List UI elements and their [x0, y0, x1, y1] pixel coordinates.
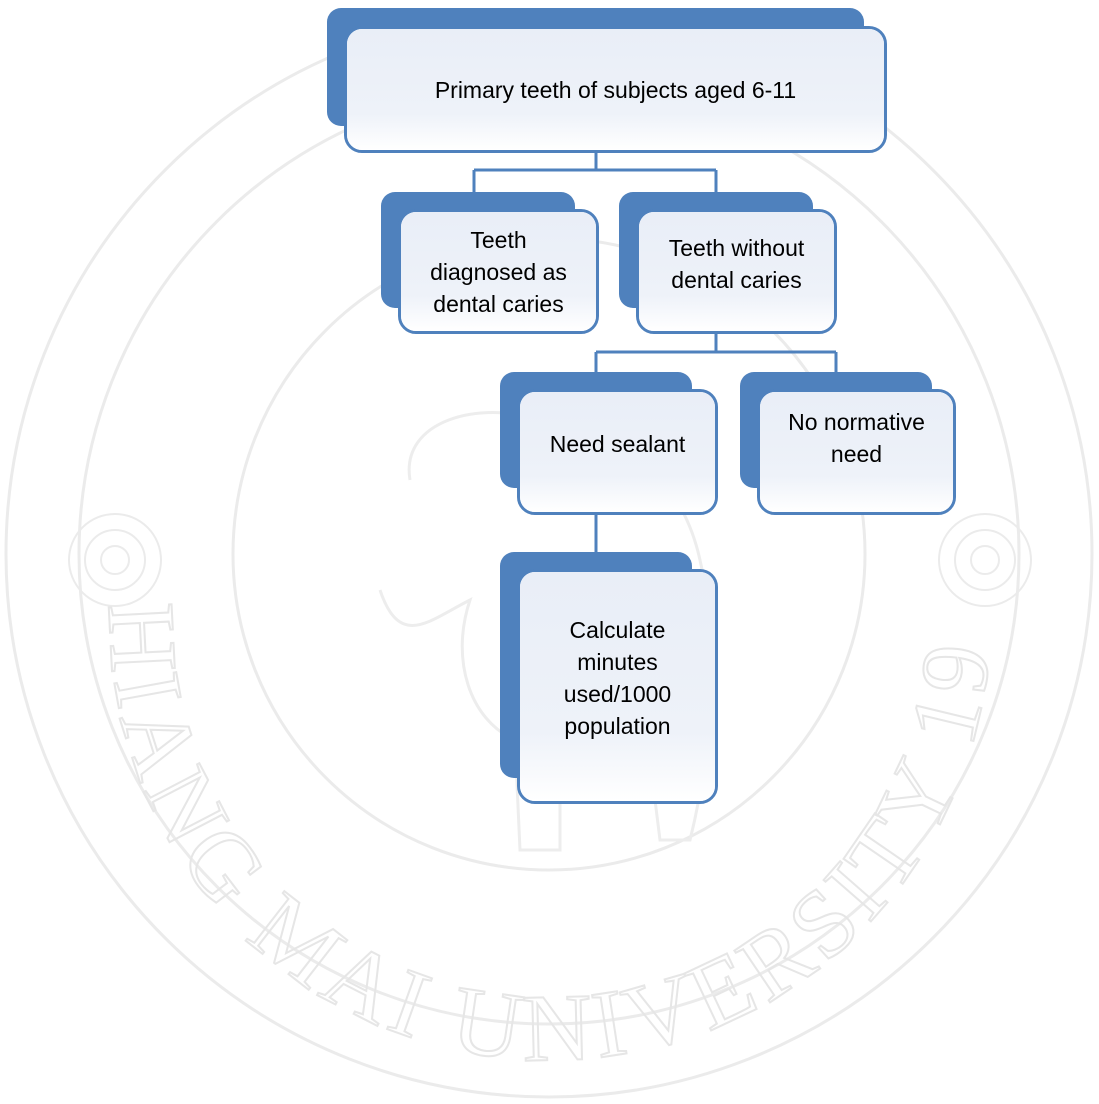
node-root-label: Primary teeth of subjects aged 6-11: [434, 76, 797, 103]
right-flower-ornament: [938, 513, 1032, 607]
node-no-normative-need: No normative need: [740, 372, 956, 515]
connector-root-children: [472, 152, 718, 192]
node-sealant-label: Need sealant: [549, 431, 686, 457]
node-calculate: Calculate minutes used/1000 population: [500, 552, 718, 804]
node-need-sealant: Need sealant: [500, 372, 718, 515]
node-no-caries-line-2: dental caries: [671, 267, 802, 293]
node-calculate-line-3: used/1000: [563, 681, 672, 707]
node-no-caries-line-1: Teeth without: [668, 235, 805, 261]
node-teeth-no-caries: Teeth without dental caries: [619, 192, 837, 334]
connector-nocaries-children: [594, 333, 838, 372]
node-root: Primary teeth of subjects aged 6-11: [327, 8, 887, 153]
node-calculate-line-2: minutes: [577, 649, 658, 675]
node-no-need-line-2: need: [830, 441, 883, 467]
node-no-need-line-1: No normative: [788, 409, 925, 435]
node-caries-line-2: diagnosed as: [430, 258, 567, 285]
node-calculate-line-1: Calculate: [569, 617, 666, 643]
node-calculate-line-4: population: [564, 713, 671, 739]
node-caries-line-3: dental caries: [433, 290, 564, 317]
left-flower-ornament: [68, 513, 162, 607]
node-teeth-caries: Teeth diagnosed as dental caries: [381, 192, 599, 334]
node-caries-line-1: Teeth: [470, 226, 527, 253]
